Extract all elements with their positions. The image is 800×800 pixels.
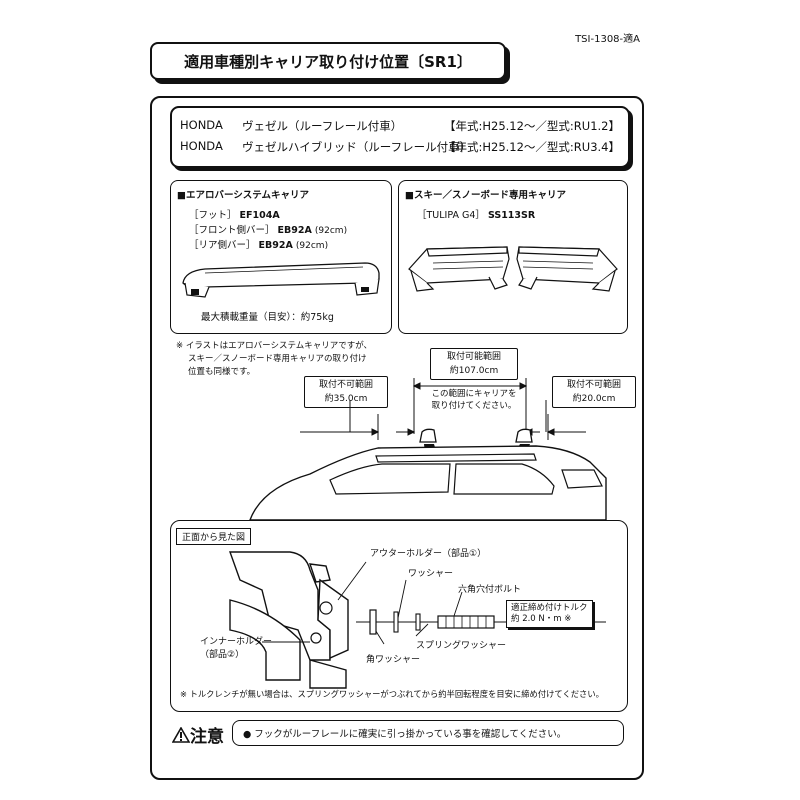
rear-bar-label: ［リア側バー］: [189, 240, 256, 251]
torque-value: 約 2.0 N・m ※: [511, 614, 572, 624]
caution-title: 注意: [190, 727, 224, 747]
rear-bar-length: (92cm): [295, 241, 329, 251]
model-name: ヴェゼルハイブリッド（ルーフレール付車）: [242, 140, 472, 154]
warning-icon: [172, 726, 190, 743]
foot-label: ［フット］: [189, 210, 237, 221]
ski-heading: ■スキー／スノーボード専用キャリア: [405, 190, 566, 201]
installable-range-label: 取付可能範囲 約107.0cm: [430, 348, 518, 380]
torque-title: 適正締め付けトルク: [511, 603, 588, 613]
torque-spec-box: 適正締め付けトルク 約 2.0 N・m ※: [506, 600, 593, 628]
outer-holder-label: アウターホルダー（部品①）: [370, 549, 487, 559]
foot-part: EF104A: [239, 210, 280, 221]
front-bar-label: ［フロント側バー］: [189, 225, 275, 236]
model-maker: HONDA: [180, 139, 223, 153]
spring-washer-label: スプリングワッシャー: [416, 641, 507, 651]
aero-carrier-panel: ■エアロバーシステムキャリア ［フット］ EF104A ［フロント側バー］ EB…: [170, 180, 392, 334]
ski-carrier-illustration: [408, 246, 618, 292]
front-restricted-range-label: 取付不可範囲 約35.0cm: [304, 376, 388, 408]
illustration-note: ※ イラストはエアロバーシステムキャリアですが、 スキー／スノーボード専用キャリ…: [176, 340, 372, 379]
model-maker: HONDA: [180, 118, 223, 132]
page-title: 適用車種別キャリア取り付け位置〔SR1〕: [150, 42, 506, 80]
installable-range-note: この範囲にキャリアを 取り付けてください。: [418, 388, 530, 412]
washer-label: ワッシャー: [408, 569, 454, 579]
aero-bar-illustration: [182, 262, 380, 298]
inner-holder-label: インナーホルダー （部品②）: [200, 634, 272, 660]
document-code: TSI-1308-適A: [575, 34, 640, 45]
car-side-view-illustration: [249, 378, 607, 520]
installable-note-line: 取り付けてください。: [431, 401, 517, 411]
ski-carrier-panel: ■スキー／スノーボード専用キャリア ［TULIPA G4］ SS113SR: [398, 180, 628, 334]
caution-box: ● フックがルーフレールに確実に引っ掛かっている事を確認してください。: [232, 720, 624, 746]
max-load: 最大積載重量（目安）：約75kg: [201, 312, 334, 323]
square-washer-label: 角ワッシャー: [366, 655, 421, 665]
wrench-note: ※ トルクレンチが無い場合は、スプリングワッシャーがつぶれてから約半回転程度を目…: [180, 689, 604, 699]
inner-holder-part: （部品②）: [200, 650, 245, 660]
inner-holder-name: インナーホルダー: [200, 637, 273, 647]
model-year: 【年式:H25.12～／型式:RU3.4】: [443, 140, 620, 154]
installable-range-value: 約107.0cm: [449, 366, 499, 376]
front-restricted-title: 取付不可範囲: [318, 380, 373, 390]
foot-spec: ［フット］ EF104A: [189, 207, 280, 221]
note-line: 位置も同様です。: [188, 367, 256, 377]
rear-restricted-value: 約20.0cm: [572, 394, 616, 404]
caution-heading: 注意: [172, 722, 224, 747]
model-name: ヴェゼル（ルーフレール付車）: [242, 119, 403, 133]
applicable-models-box: HONDA ヴェゼル（ルーフレール付車） 【年式:H25.12～／型式:RU1.…: [170, 106, 630, 168]
rear-bar-spec: ［リア側バー］ EB92A (92cm): [189, 237, 328, 251]
hex-bolt-label: 六角穴付ボルト: [458, 585, 522, 595]
model-year: 【年式:H25.12～／型式:RU1.2】: [443, 119, 620, 133]
ski-spec: ［TULIPA G4］ SS113SR: [417, 207, 535, 221]
front-view-label: 正面から見た図: [176, 528, 252, 545]
rear-bar-part: EB92A: [258, 240, 293, 251]
rear-restricted-range-label: 取付不可範囲 約20.0cm: [552, 376, 636, 408]
aero-heading: ■エアロバーシステムキャリア: [177, 190, 310, 201]
front-restricted-value: 約35.0cm: [324, 394, 368, 404]
installable-range-title: 取付可能範囲: [446, 352, 501, 362]
ski-part: SS113SR: [487, 210, 536, 221]
note-line: ※ イラストはエアロバーシステムキャリアですが、: [176, 341, 373, 351]
front-bar-length: (92cm): [314, 226, 348, 236]
rear-restricted-title: 取付不可範囲: [566, 380, 621, 390]
ski-name-label: ［TULIPA G4］: [417, 210, 485, 221]
front-bar-part: EB92A: [277, 225, 312, 236]
installable-note-line: この範囲にキャリアを: [431, 389, 517, 399]
outer-frame: [150, 96, 644, 780]
front-view-mounting-diagram: [229, 551, 606, 689]
front-bar-spec: ［フロント側バー］ EB92A (92cm): [189, 222, 347, 236]
note-line: スキー／スノーボード専用キャリアの取り付け: [188, 354, 367, 364]
